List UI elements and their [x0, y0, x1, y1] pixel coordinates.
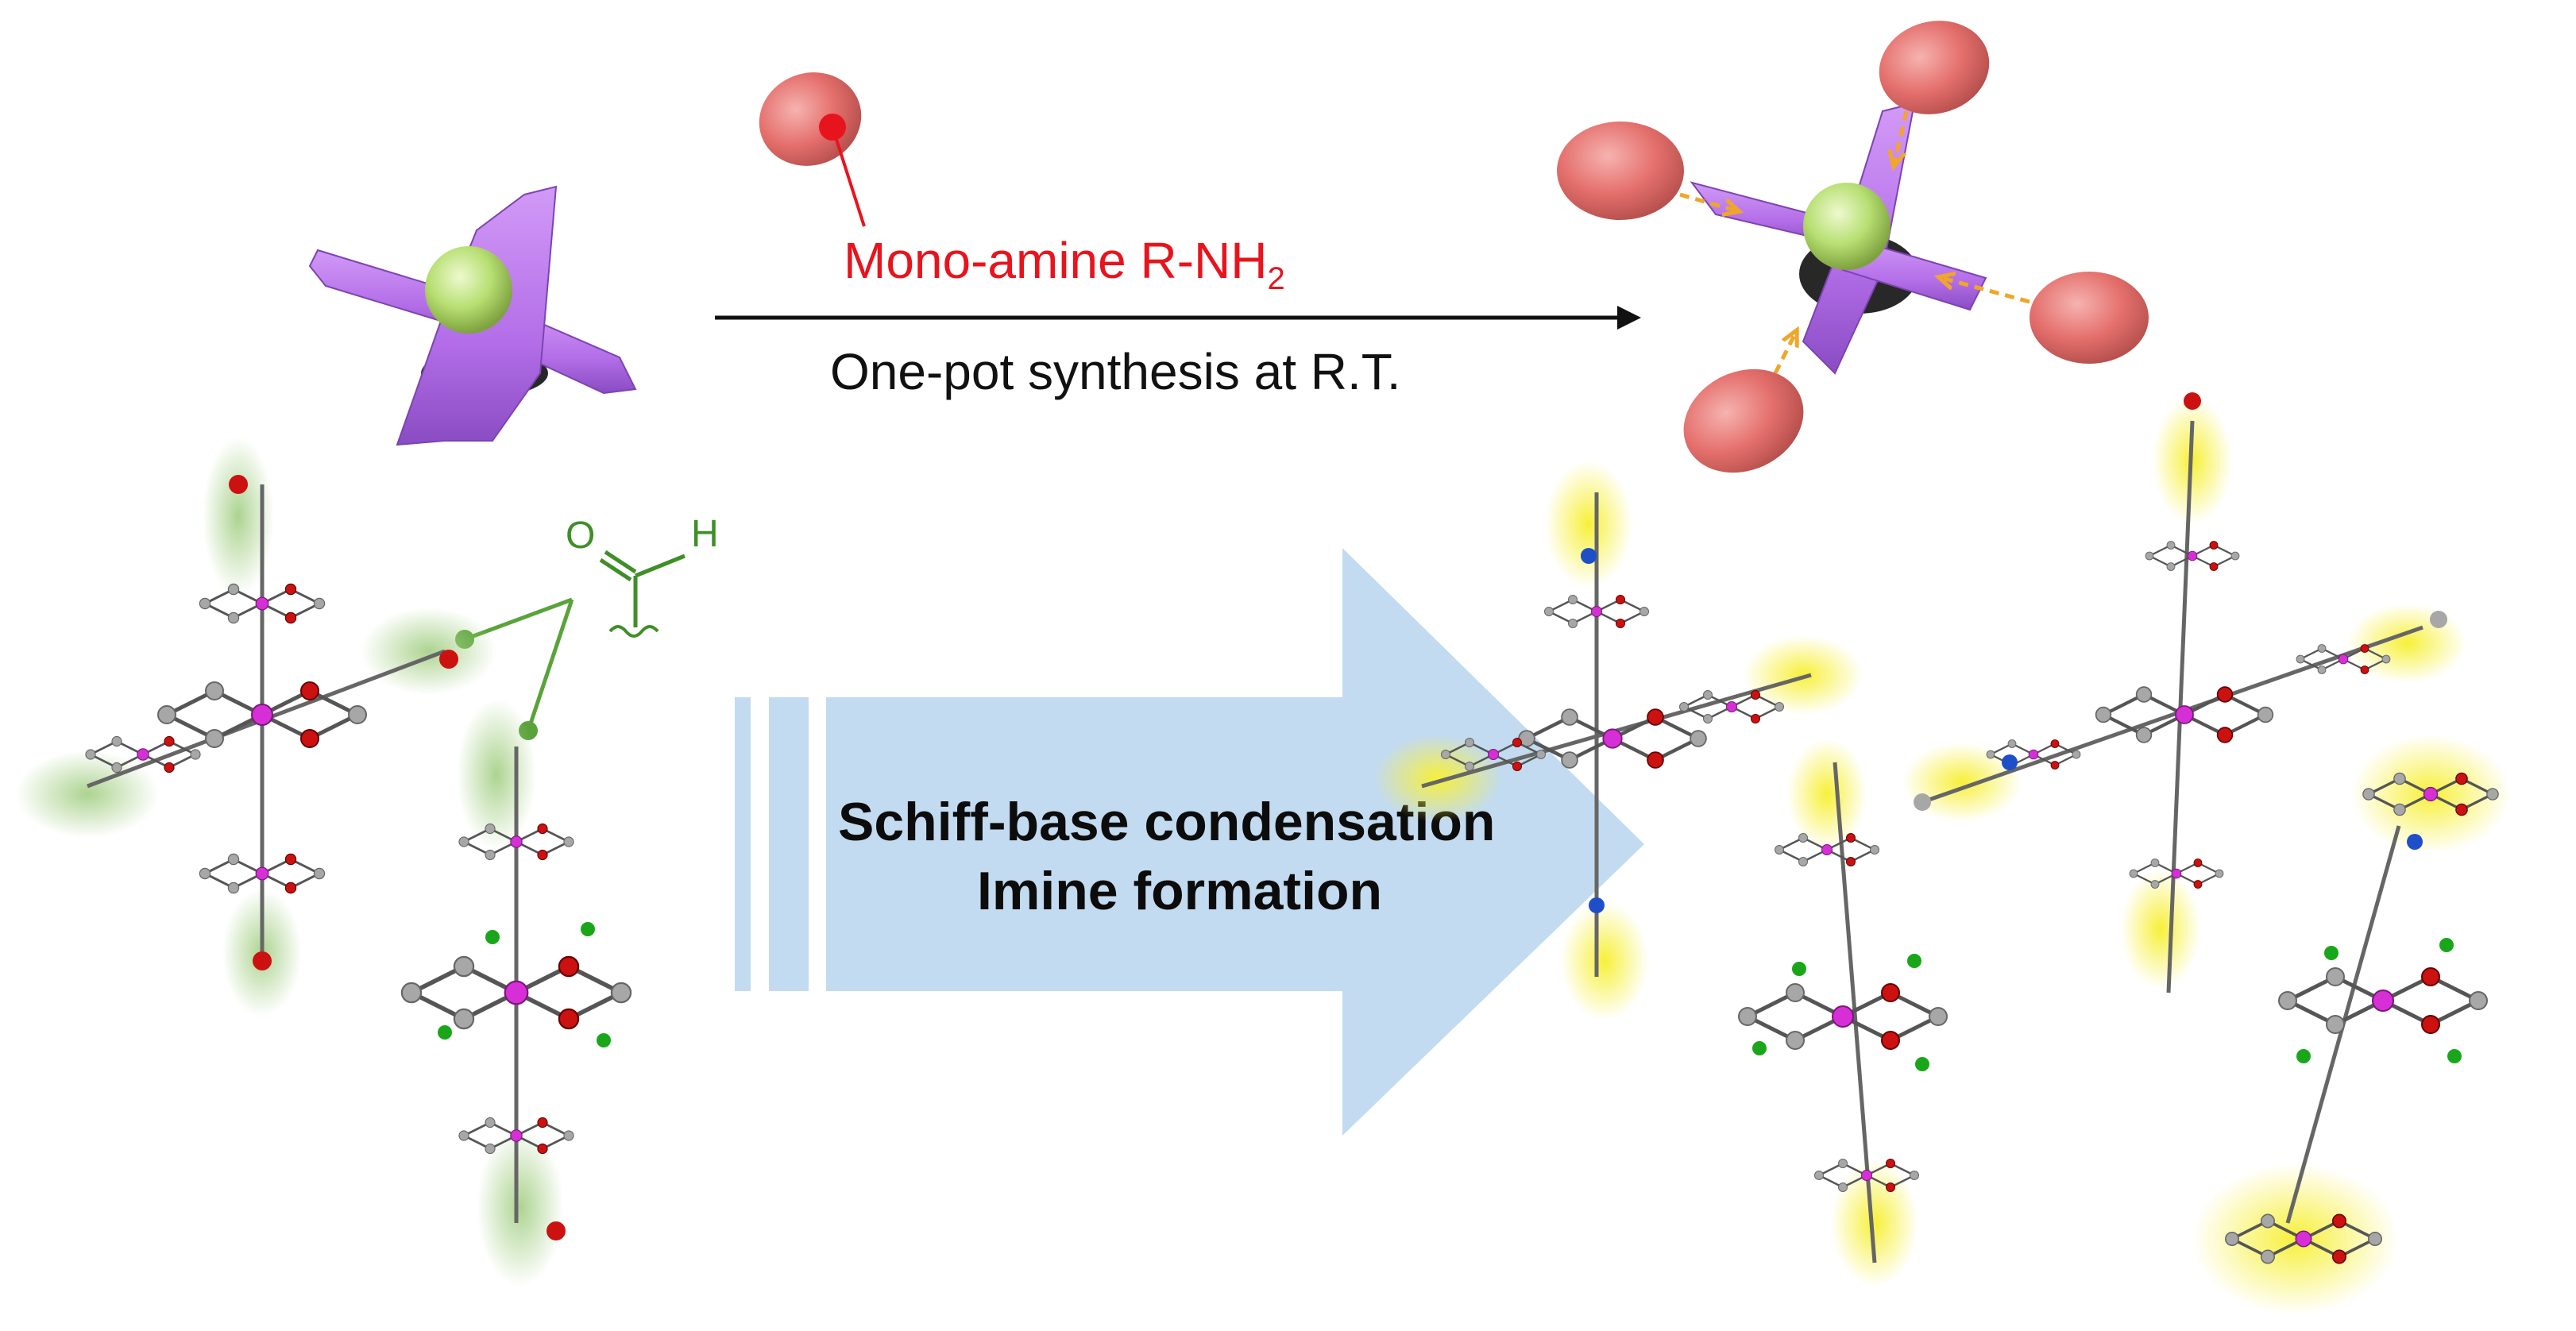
product-model: [1557, 21, 2149, 473]
cross-linker-model: [308, 185, 637, 446]
condition-label: One-pot synthesis at R.T.: [830, 343, 1401, 400]
reagent-label: Mono-amine R-NH2: [844, 232, 1285, 296]
svg-text:O: O: [566, 515, 595, 557]
process-label-2: Imine formation: [977, 861, 1382, 921]
amine-capsule: [759, 72, 866, 227]
crystal-structures-products: [1374, 392, 2510, 1314]
crystal-structures-precursor: [16, 437, 631, 1287]
big-process-arrow: [735, 548, 1644, 1136]
svg-text:H: H: [691, 513, 719, 555]
